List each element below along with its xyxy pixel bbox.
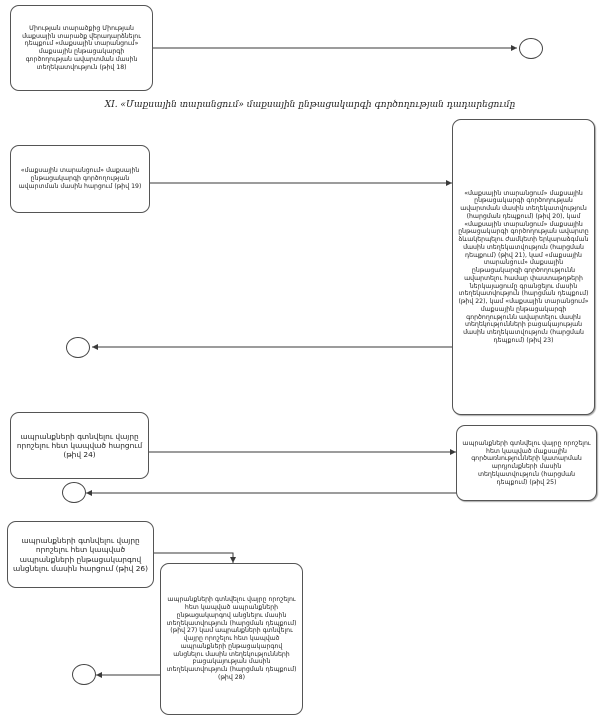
request-box-26: ապրանքների գտնվելու վայրը որոշելու հետ կ… <box>7 521 154 588</box>
request-box-19: «մաքսային տարանցում» մաքսային ընթացակարգ… <box>10 145 150 213</box>
request-box-19-text: «մաքսային տարանցում» մաքսային ընթացակարգ… <box>18 167 142 190</box>
section-heading: XI. «Մաքսային տարանցում» մաքսային ընթացա… <box>104 100 516 110</box>
response-box-20-23-text: «մաքսային տարանցում» մաքսային ընթացակարգ… <box>458 189 589 344</box>
end-node-1 <box>519 38 543 59</box>
response-box-20-23: «մաքսային տարանցում» մաքսային ընթացակարգ… <box>452 119 595 415</box>
request-box-24: ապրանքների գտնվելու վայրը որոշելու հետ կ… <box>10 412 149 479</box>
response-box-25: ապրանքների գտնվելու վայրը որոշելու հետ կ… <box>456 425 597 501</box>
request-box-26-text: ապրանքների գտնվելու վայրը որոշելու հետ կ… <box>13 536 148 573</box>
response-box-27-28: ապրանքների գտնվելու վայրը որոշելու հետ կ… <box>160 563 303 715</box>
response-box-27-28-text: ապրանքների գտնվելու վայրը որոշելու հետ կ… <box>166 596 297 681</box>
response-box-25-text: ապրանքների գտնվելու վայրը որոշելու հետ կ… <box>462 439 591 486</box>
end-node-2 <box>66 337 90 358</box>
request-box-18-text: Միության տարածքից Միության մաքսային տարա… <box>22 24 141 71</box>
arrow-b6-to-b7 <box>154 552 236 563</box>
request-box-24-text: ապրանքների գտնվելու վայրը որոշելու հետ կ… <box>16 431 143 460</box>
end-node-4 <box>72 664 96 685</box>
end-node-3 <box>62 482 86 503</box>
request-box-18: Միության տարածքից Միության մաքսային տարա… <box>10 5 153 91</box>
